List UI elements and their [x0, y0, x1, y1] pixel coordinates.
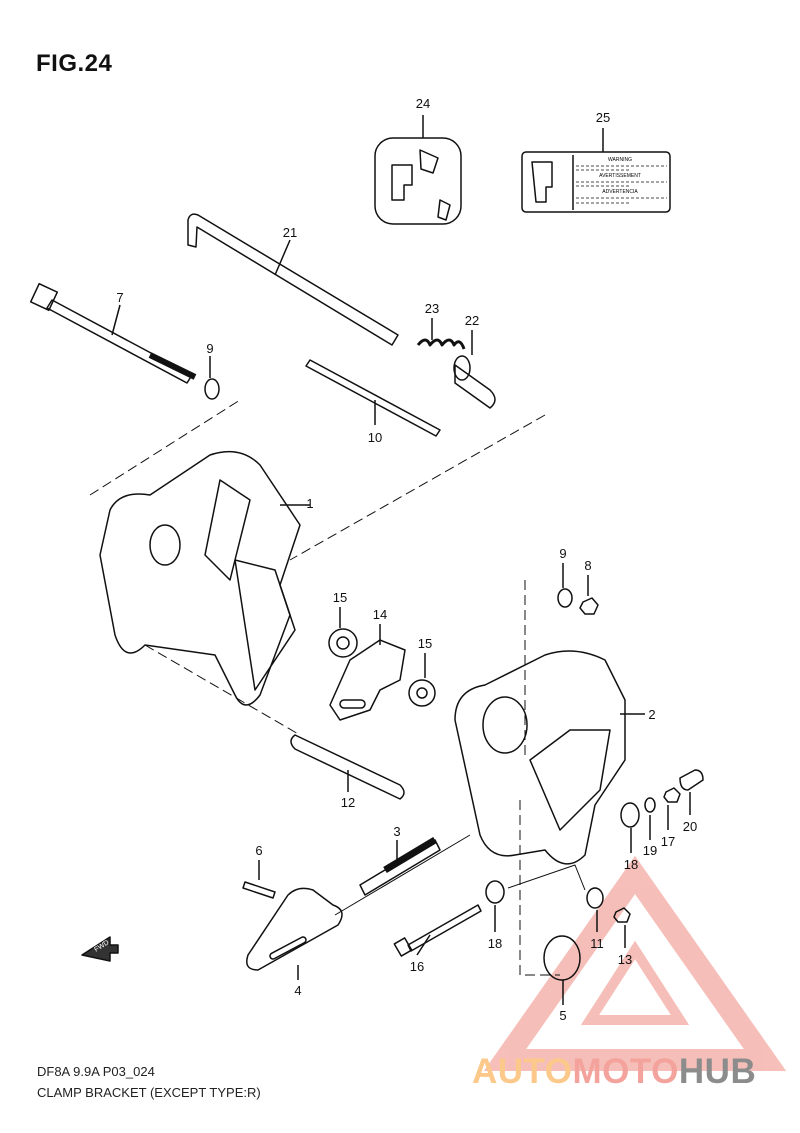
handle-4	[246, 887, 343, 980]
bolt-7	[29, 282, 197, 384]
callout-15: 15	[418, 636, 432, 651]
callout-17: 17	[661, 834, 675, 849]
callout-9: 9	[559, 546, 566, 561]
bolt-10	[305, 359, 441, 437]
bush-22	[453, 330, 496, 409]
callout-22: 22	[465, 313, 479, 328]
callout-9: 9	[206, 341, 213, 356]
watermark-triangle	[483, 855, 787, 1071]
lock-rod-21	[187, 213, 399, 346]
callout-7: 7	[116, 290, 123, 305]
callout-5: 5	[559, 1008, 566, 1023]
clamp-bracket-1	[99, 450, 310, 706]
callout-15: 15	[333, 590, 347, 605]
watermark-logo: AUTOMOTOHUB	[472, 1052, 756, 1092]
figure-title: FIG.24	[36, 50, 113, 77]
callout-11: 11	[590, 936, 604, 951]
callout-3: 3	[393, 824, 400, 839]
cap-5	[543, 935, 581, 981]
callout-18: 18	[624, 857, 638, 872]
callout-25: 25	[596, 110, 610, 125]
caution-line: WARNING	[608, 157, 632, 163]
callout-12: 12	[341, 795, 355, 810]
callout-20: 20	[683, 819, 697, 834]
callout-2: 2	[648, 707, 655, 722]
watermark-part-hub: HUB	[678, 1052, 757, 1091]
screw-3	[359, 836, 441, 896]
callout-8: 8	[584, 558, 591, 573]
fwd-arrow-icon	[81, 936, 119, 962]
washer-9	[204, 378, 220, 400]
callout-21: 21	[283, 225, 297, 240]
callout-19: 19	[643, 843, 657, 858]
callout-4: 4	[294, 983, 301, 998]
collar-20	[679, 769, 704, 791]
clamp-bracket-2	[454, 650, 645, 865]
pin-6	[242, 881, 276, 899]
pipe-12	[290, 734, 405, 800]
nut-8	[579, 597, 599, 615]
spring-23	[416, 338, 466, 350]
callout-24: 24	[416, 96, 430, 111]
callout-14: 14	[373, 607, 387, 622]
plate-14	[329, 624, 406, 721]
callout-1: 1	[306, 496, 313, 511]
model-code: DF8A 9.9A P03_024	[37, 1064, 155, 1079]
callout-10: 10	[368, 430, 382, 445]
bearing-15a	[328, 628, 358, 658]
watermark-part-auto: AUTO	[472, 1052, 573, 1091]
figure-caption: CLAMP BRACKET (EXCEPT TYPE:R)	[37, 1085, 261, 1100]
bearing-15b	[408, 679, 436, 707]
bolt-16	[393, 904, 482, 957]
caution-label-25	[521, 128, 671, 213]
caution-line: AVERTISSEMENT	[599, 173, 641, 179]
caution-line: ADVERTENCIA	[602, 189, 638, 195]
callout-6: 6	[255, 843, 262, 858]
callout-16: 16	[410, 959, 424, 974]
decal-24	[374, 115, 462, 225]
callout-18: 18	[488, 936, 502, 951]
nut-13	[613, 907, 631, 923]
washer-11	[586, 887, 604, 909]
callout-23: 23	[425, 301, 439, 316]
watermark-part-moto: MOTO	[572, 1052, 679, 1091]
callout-13: 13	[618, 952, 632, 967]
